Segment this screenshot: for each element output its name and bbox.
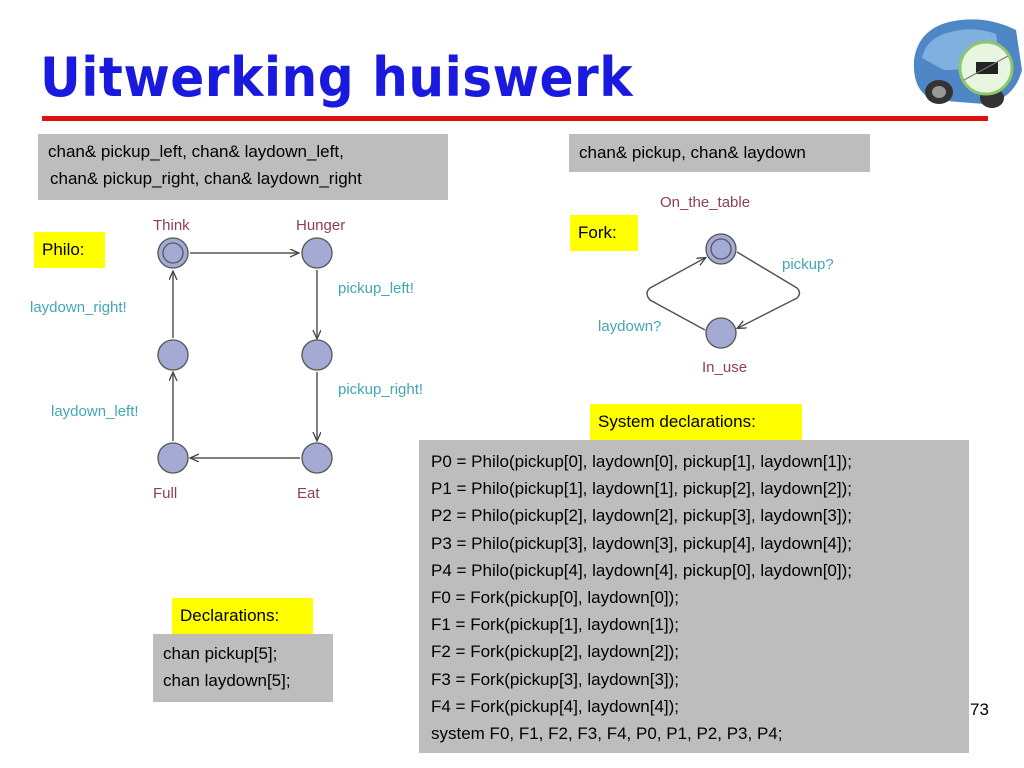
edge-label-laydown: laydown? (598, 318, 661, 335)
code-line: P2 = Philo(pickup[2], laydown[2], pickup… (431, 506, 852, 526)
edge-label-pickup-left: pickup_left! (338, 280, 414, 297)
code-line: F3 = Fork(pickup[3], laydown[3]); (431, 669, 680, 689)
edge-label-pickup: pickup? (782, 256, 834, 273)
edge-laydown (646, 258, 705, 331)
car-logo (913, 19, 1022, 108)
state-label-hunger: Hunger (296, 217, 345, 234)
state-label-think: Think (153, 217, 190, 234)
code-line: P1 = Philo(pickup[1], laydown[1], pickup… (431, 479, 852, 499)
code-line: F0 = Fork(pickup[0], laydown[0]); (431, 588, 680, 608)
edge-pickup (737, 251, 801, 328)
state-label-eat: Eat (297, 485, 320, 502)
edge-label-pickup-right: pickup_right! (338, 381, 423, 398)
philo-channels-box: chan& pickup_left, chan& laydown_left, c… (38, 134, 448, 200)
philo-channels-line: chan& pickup_right, chan& laydown_right (50, 169, 362, 188)
fork-automaton: On_the_table In_use pickup? laydown? (598, 194, 834, 376)
code-line: chan pickup[5]; (163, 644, 278, 663)
declarations-label: Declarations: (172, 598, 313, 634)
fork-label: Fork: (570, 215, 638, 251)
code-line: chan laydown[5]; (163, 671, 291, 690)
state-left-mid (157, 339, 189, 371)
code-line: system F0, F1, F2, F3, F4, P0, P1, P2, P… (431, 724, 783, 744)
state-label-full: Full (153, 485, 177, 502)
system-declarations-label: System declarations: (590, 404, 802, 440)
fork-channels-box: chan& pickup, chan& laydown (569, 134, 870, 172)
philo-automaton: Think Hunger Full Eat pickup_left! picku… (30, 217, 423, 502)
state-in-use (705, 317, 737, 349)
state-full (157, 442, 189, 474)
code-line: P4 = Philo(pickup[4], laydown[4], pickup… (431, 560, 852, 580)
philo-channels-line: chan& pickup_left, chan& laydown_left, (48, 142, 344, 161)
code-line: F4 = Fork(pickup[4], laydown[4]); (431, 696, 680, 716)
code-line: P3 = Philo(pickup[3], laydown[3], pickup… (431, 533, 852, 553)
edge-label-laydown-right: laydown_right! (30, 299, 127, 316)
declarations-box: chan pickup[5]; chan laydown[5]; (153, 634, 333, 702)
state-hunger (301, 237, 333, 269)
code-line: F1 = Fork(pickup[1], laydown[1]); (431, 615, 680, 635)
system-declarations-box: P0 = Philo(pickup[0], laydown[0], pickup… (419, 440, 969, 753)
state-label-on-the-table: On_the_table (660, 194, 750, 211)
fork-channels-line: chan& pickup, chan& laydown (579, 143, 806, 162)
title-underline (42, 116, 988, 121)
philo-label: Philo: (34, 232, 105, 268)
initial-state-marker (710, 238, 732, 260)
slide-title: Uitwerking huiswerk (40, 46, 634, 109)
code-line: P0 = Philo(pickup[0], laydown[0], pickup… (431, 452, 852, 471)
state-label-in-use: In_use (702, 359, 747, 376)
state-right-mid (301, 339, 333, 371)
edge-label-laydown-left: laydown_left! (51, 403, 139, 420)
state-eat (301, 442, 333, 474)
page-number: 73 (970, 700, 989, 719)
code-line: F2 = Fork(pickup[2], laydown[2]); (431, 642, 680, 662)
initial-state-marker (162, 242, 184, 264)
